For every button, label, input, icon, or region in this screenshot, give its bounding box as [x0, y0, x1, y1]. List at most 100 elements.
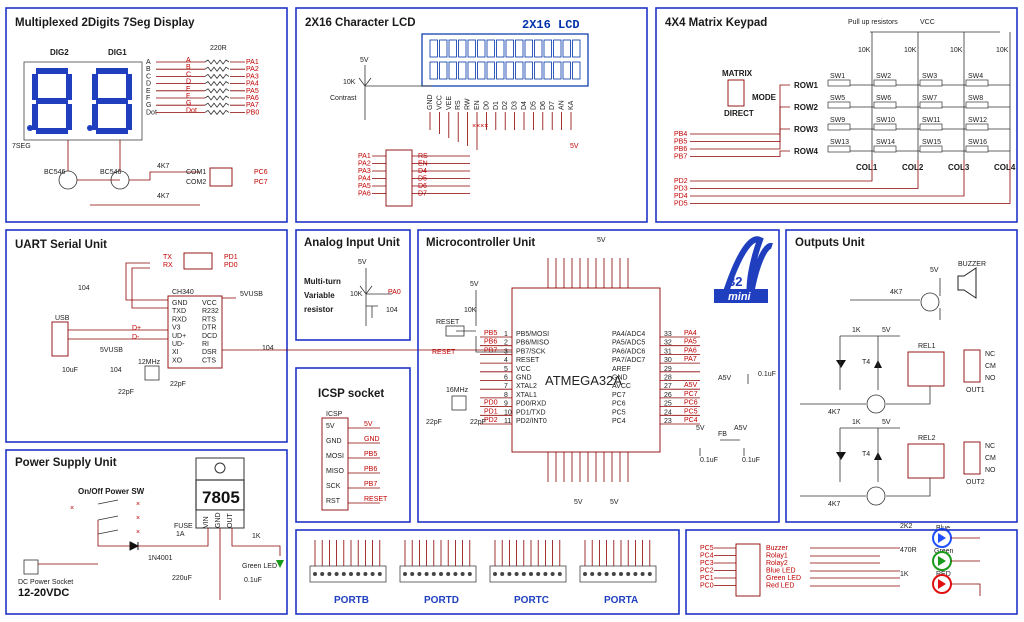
- ch340-left-pin: RXD: [172, 316, 187, 323]
- keypad-switch[interactable]: [873, 123, 897, 131]
- mcu-5v-4: 5V: [574, 499, 583, 506]
- lcd-char-cell: [543, 39, 552, 58]
- keypad-switch[interactable]: [919, 79, 943, 87]
- ch340-left-pin: XI: [172, 349, 179, 356]
- keypad-switch[interactable]: [919, 101, 943, 109]
- lcd-pin-label: KA: [568, 100, 575, 110]
- header-pin: [370, 572, 375, 576]
- row-label: ROW2: [794, 103, 819, 112]
- analog-desc-2: Variable: [304, 291, 335, 300]
- lcd-dip-switch-icon[interactable]: [385, 149, 413, 207]
- lcd-signal-label: D6: [418, 183, 427, 190]
- column-label: COL4: [994, 163, 1016, 172]
- port-header-connector[interactable]: [309, 565, 387, 583]
- lcd-pin-label: GND: [427, 94, 434, 110]
- dc-voltage: 12-20VDC: [18, 587, 69, 599]
- panel-keypad: 4X4 Matrix Keypad Pull up resistors VCC …: [655, 7, 1018, 223]
- keypad-portb-label: PB4: [674, 131, 687, 138]
- header-pin: [500, 572, 505, 576]
- relay-terminal-block[interactable]: [963, 349, 981, 383]
- lcd-char-cell: [467, 61, 476, 80]
- ch340-right-pin: VCC: [202, 300, 217, 307]
- mcu-left-pin-name: XTAL2: [516, 383, 537, 390]
- seg-resistor-icon: [204, 66, 230, 72]
- seg-pin-letter: C: [146, 73, 151, 80]
- keypad-switch[interactable]: [965, 123, 989, 131]
- keypad-switch[interactable]: [965, 101, 989, 109]
- atmega-chip: [511, 287, 661, 453]
- mcu-right-pin-num: 32: [664, 340, 672, 347]
- seg-port-label: PA7: [246, 102, 259, 109]
- keypad-switch[interactable]: [827, 101, 851, 109]
- relay-terminal-block[interactable]: [963, 441, 981, 475]
- port-header-connector[interactable]: [399, 565, 477, 583]
- header-pin: [633, 572, 638, 576]
- reg-vin: VIN: [203, 516, 210, 528]
- mcu-right-port: PC5: [684, 408, 698, 415]
- lcd-pin-label: D0: [483, 101, 490, 110]
- mcu-right-pin-num: 25: [664, 401, 672, 408]
- dc-socket-icon[interactable]: [23, 559, 39, 575]
- lcd-char-cell: [448, 39, 457, 58]
- pullup-label: Pull up resistors: [848, 19, 898, 26]
- keypad-switch[interactable]: [873, 101, 897, 109]
- header-pin: [597, 572, 602, 576]
- keypad-switch[interactable]: [827, 79, 851, 87]
- panel-lcd: 2X16 Character LCD 2X16 LCD 5V 10K Contr…: [295, 7, 648, 223]
- icsp-connector[interactable]: [321, 417, 349, 511]
- seg-pin-letter: Dot: [146, 109, 157, 116]
- output-port-label: PC2: [700, 568, 714, 575]
- lcd-pin-label: RS: [455, 100, 462, 110]
- ch340-left-pin: UD-: [172, 341, 185, 348]
- keypad-portb-wire: [690, 128, 790, 150]
- digit-2-display: [27, 68, 72, 134]
- transistor-q1-label: BC546: [44, 169, 66, 176]
- port-header-connector[interactable]: [579, 565, 657, 583]
- com2-label: COM2: [186, 179, 206, 186]
- logo-sub: mini: [728, 291, 752, 303]
- lcd-char-cell: [429, 61, 438, 80]
- keypad-switch[interactable]: [965, 145, 989, 153]
- mcu-right-port: PA4: [684, 330, 697, 337]
- keypad-switch[interactable]: [919, 123, 943, 131]
- lcd-pin-label: D3: [512, 101, 519, 110]
- mcu-right-pin-name: GND: [612, 375, 628, 382]
- relay-wires: [800, 335, 931, 405]
- header-pin: [543, 572, 548, 576]
- uart-jumper-icon[interactable]: [183, 252, 213, 270]
- keypad-portb-wire: [690, 106, 790, 142]
- keypad-switch[interactable]: [873, 79, 897, 87]
- ch340-label: CH340: [172, 289, 194, 296]
- seg-port-label: PA5: [246, 88, 259, 95]
- relay-led-icon: [836, 452, 882, 460]
- mode-label: MODE: [752, 93, 777, 102]
- switch-label: SW4: [968, 73, 983, 80]
- seg-port-label: PB0: [246, 109, 259, 116]
- port-header-connector[interactable]: [489, 565, 567, 583]
- mcu-left-pin-name: PB7/SCK: [516, 348, 546, 355]
- keypad-switch[interactable]: [919, 145, 943, 153]
- cap-220u: 220uF: [172, 575, 192, 582]
- seg-resistor-icon: [204, 88, 230, 94]
- lcd-char-cell: [543, 61, 552, 80]
- com1-port: PC6: [254, 169, 268, 176]
- mcu-right-port: PA7: [684, 356, 697, 363]
- keypad-switch[interactable]: [873, 145, 897, 153]
- mcu-left-pin-num: 2: [504, 340, 508, 347]
- keypad-switch[interactable]: [965, 79, 989, 87]
- jumper-com-icon: [209, 167, 233, 187]
- seg-pin-net: B: [186, 64, 191, 71]
- mcu-xtal: 16MHz: [446, 387, 469, 394]
- switch-label: SW5: [830, 95, 845, 102]
- relay-diode-label: T4: [862, 359, 870, 366]
- outputs-dip-switch-icon[interactable]: [735, 543, 761, 597]
- mode-jumper-icon[interactable]: [727, 79, 745, 107]
- keypad-switch[interactable]: [827, 145, 851, 153]
- power-switch-icon[interactable]: [97, 499, 119, 535]
- header-pin: [327, 572, 332, 576]
- seg-pin-net: F: [186, 93, 190, 100]
- keypad-switch[interactable]: [827, 123, 851, 131]
- ch340-left-pin: UD+: [172, 333, 186, 340]
- usb-connector[interactable]: [51, 321, 69, 357]
